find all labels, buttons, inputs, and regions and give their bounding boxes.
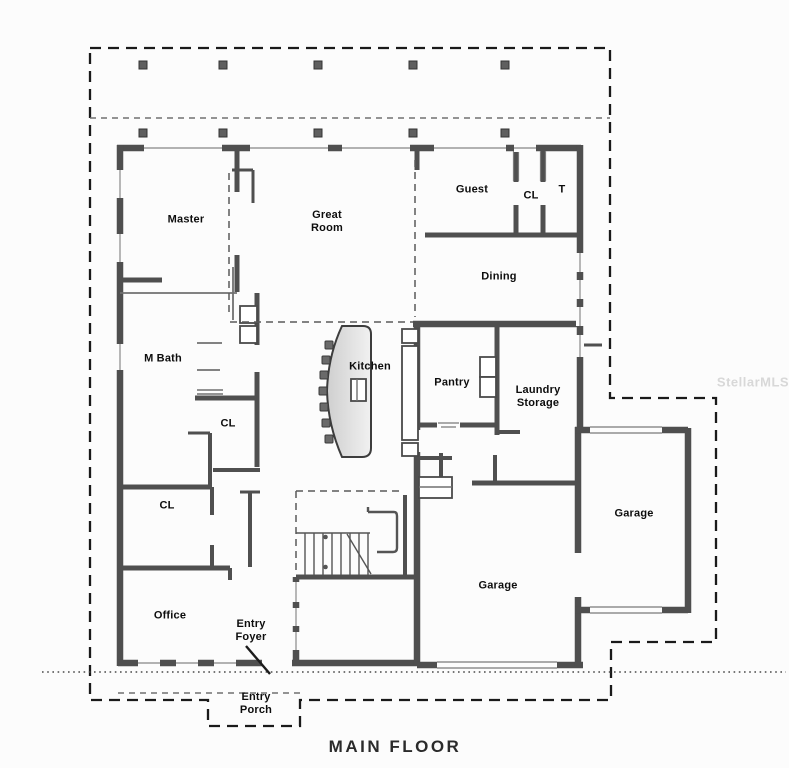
windows-and-doors bbox=[116, 144, 662, 669]
room-label-pantry: Pantry bbox=[434, 376, 470, 389]
plan-title: MAIN FLOOR bbox=[328, 737, 462, 756]
entry-foyer-leader-line bbox=[245, 645, 271, 675]
room-label-garage-second: Garage bbox=[614, 507, 654, 520]
overhang-dashed-outline bbox=[88, 46, 718, 728]
porch-posts bbox=[138, 60, 510, 138]
room-label-entry-foyer: Entry Foyer bbox=[235, 618, 267, 643]
room-label-master: Master bbox=[167, 213, 205, 226]
room-label-office: Office bbox=[153, 609, 187, 622]
interior-walls bbox=[120, 148, 578, 663]
room-label-entry-porch: Entry Porch bbox=[239, 691, 273, 716]
room-label-m-bath: M Bath bbox=[144, 352, 182, 365]
room-label-laundry-storage: Laundry Storage bbox=[515, 384, 561, 409]
room-label-guest-closet: CL bbox=[523, 189, 539, 202]
room-label-kitchen: Kitchen bbox=[349, 360, 391, 373]
room-label-closet: CL bbox=[159, 499, 175, 512]
kitchen-island bbox=[318, 325, 497, 458]
room-label-garage-main: Garage bbox=[478, 579, 518, 592]
staircase bbox=[296, 507, 399, 575]
watermark: StellarMLS bbox=[716, 374, 789, 390]
room-label-great-room: Great Room bbox=[311, 209, 343, 234]
room-label-hall-closet: CL bbox=[220, 417, 236, 430]
room-label-dining: Dining bbox=[481, 270, 517, 283]
room-label-toilet: T bbox=[558, 183, 566, 196]
room-label-guest: Guest bbox=[455, 183, 489, 196]
